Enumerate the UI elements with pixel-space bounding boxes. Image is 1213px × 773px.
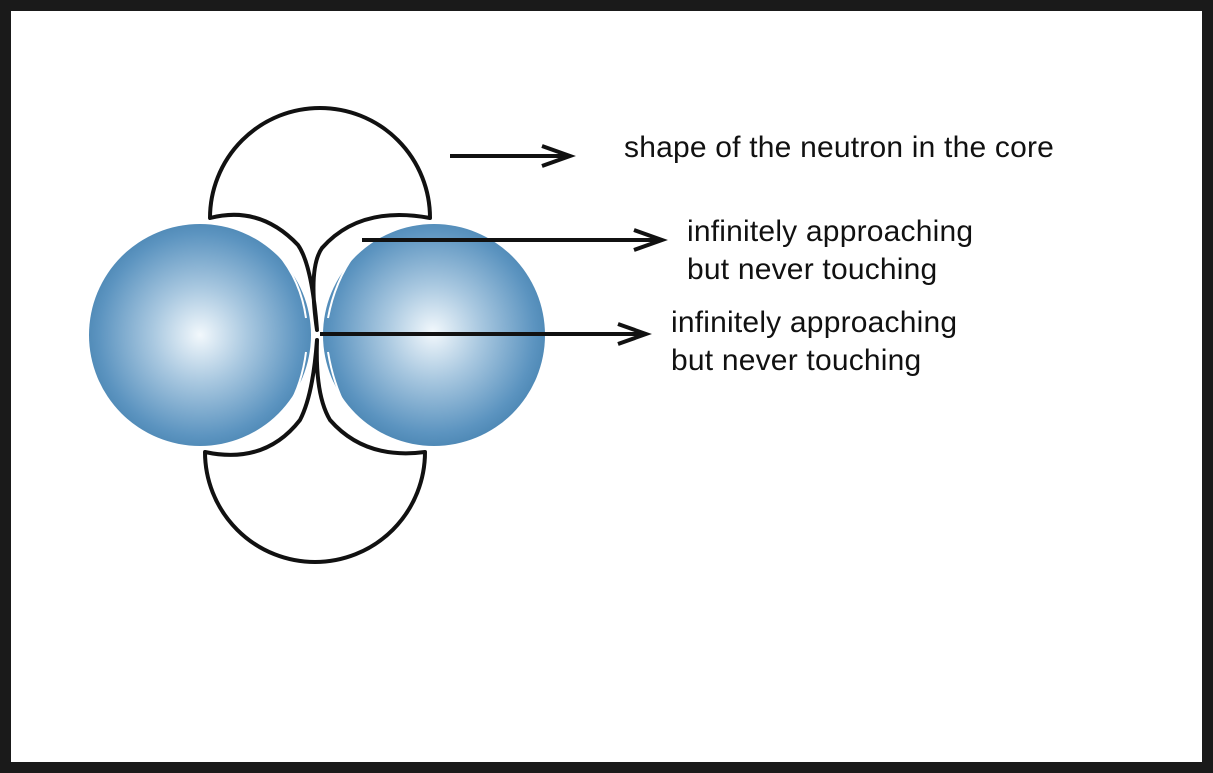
upper-contact-label-line2: but never touching	[687, 251, 937, 289]
upper-contact-label-line1: infinitely approaching	[687, 213, 973, 251]
center-contact-label-line2: but never touching	[671, 342, 921, 380]
neutron-shape-label: shape of the neutron in the core	[624, 129, 1054, 167]
arrow-neutron-shape	[450, 146, 570, 166]
left-sphere	[89, 224, 311, 446]
center-contact-label-line1: infinitely approaching	[671, 304, 957, 342]
